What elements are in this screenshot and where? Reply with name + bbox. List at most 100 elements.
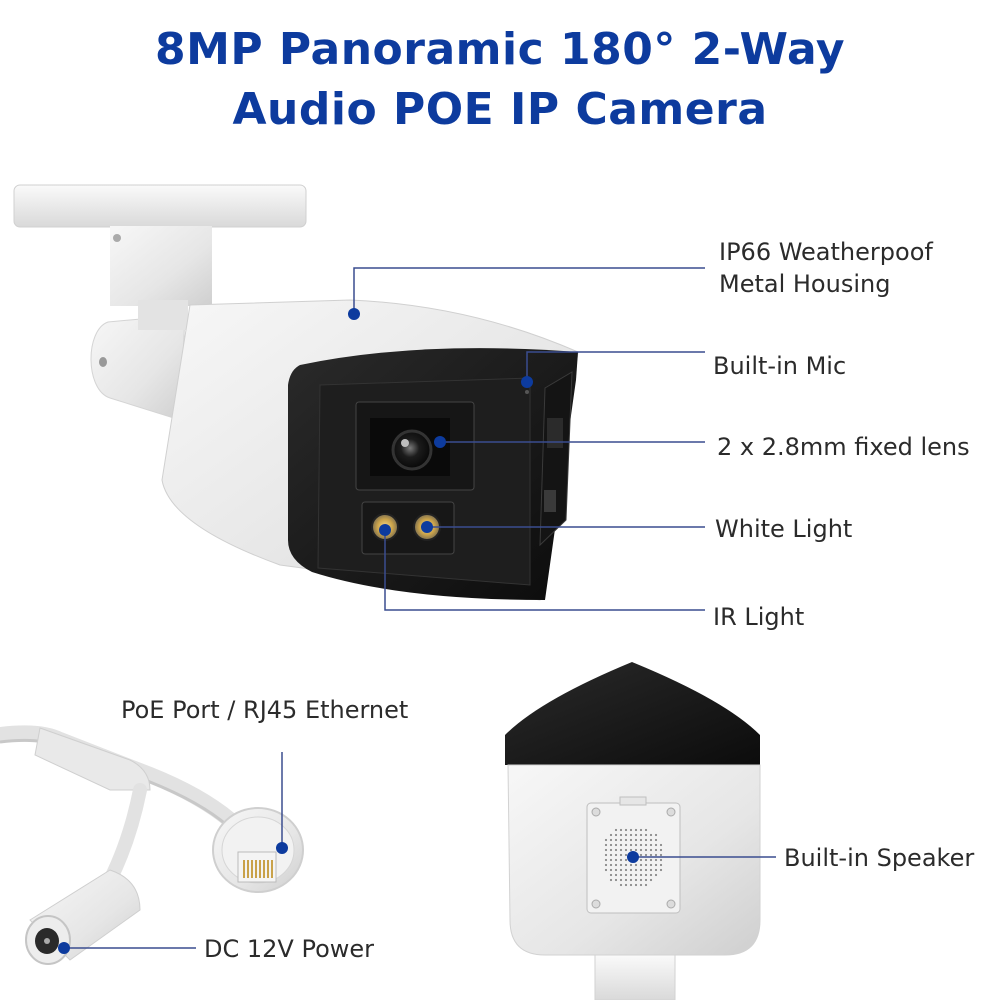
speaker-hole bbox=[654, 868, 658, 872]
speaker-hole bbox=[649, 878, 653, 882]
speaker-hole bbox=[649, 873, 653, 877]
label-fixed-lens: 2 x 2.8mm fixed lens bbox=[717, 433, 970, 461]
speaker-hole bbox=[644, 878, 648, 882]
mount-screw bbox=[113, 234, 121, 242]
speaker-hole bbox=[649, 853, 653, 857]
speaker-hole bbox=[624, 873, 628, 877]
lens-reflection bbox=[401, 439, 409, 447]
cable-main-shadow bbox=[0, 738, 229, 828]
speaker-hole bbox=[609, 833, 613, 837]
mount-plate bbox=[13, 184, 307, 228]
speaker-hole bbox=[654, 848, 658, 852]
speaker-hole bbox=[634, 838, 638, 842]
speaker-hole bbox=[649, 833, 653, 837]
speaker-hole bbox=[659, 853, 663, 857]
rear-top-cap bbox=[505, 662, 760, 765]
speaker-hole bbox=[634, 863, 638, 867]
speaker-hole bbox=[634, 843, 638, 847]
label-poe-port: PoE Port / RJ45 Ethernet bbox=[121, 696, 409, 724]
speaker-hole bbox=[639, 863, 643, 867]
mount-joint bbox=[90, 314, 186, 421]
label-housing-line-1: IP66 Weatherpoof bbox=[719, 238, 933, 266]
speaker-hole bbox=[629, 868, 633, 872]
speaker-hole bbox=[604, 853, 608, 857]
speaker-hole bbox=[624, 843, 628, 847]
speaker-hole bbox=[639, 843, 643, 847]
callout-lines bbox=[64, 267, 776, 949]
speaker-hole bbox=[609, 853, 613, 857]
speaker-hole bbox=[624, 883, 628, 887]
camera-rear-view bbox=[505, 662, 761, 1000]
plate-screw bbox=[591, 807, 601, 817]
page-title-line-2: Audio POE IP Camera bbox=[232, 84, 768, 135]
speaker-hole bbox=[624, 878, 628, 882]
speaker-hole bbox=[629, 863, 633, 867]
speaker-hole bbox=[619, 848, 623, 852]
speaker-hole bbox=[604, 863, 608, 867]
speaker-hole bbox=[614, 843, 618, 847]
speaker-hole bbox=[654, 838, 658, 842]
speaker-hole bbox=[644, 848, 648, 852]
speaker-hole bbox=[619, 878, 623, 882]
speaker-hole bbox=[614, 858, 618, 862]
speaker-hole bbox=[639, 838, 643, 842]
speaker-hole bbox=[644, 858, 648, 862]
speaker-hole bbox=[619, 833, 623, 837]
speaker-hole bbox=[619, 883, 623, 887]
callout-line-ir-light bbox=[384, 530, 705, 611]
speaker-hole bbox=[604, 843, 608, 847]
bullet-camera bbox=[13, 184, 579, 601]
speaker-hole bbox=[609, 863, 613, 867]
speaker-hole bbox=[624, 858, 628, 862]
speaker-hole bbox=[639, 833, 643, 837]
callout-dot-icon bbox=[434, 436, 446, 448]
callout-line-mic bbox=[526, 351, 705, 382]
speaker-hole bbox=[639, 848, 643, 852]
speaker-hole bbox=[649, 838, 653, 842]
speaker-hole bbox=[619, 863, 623, 867]
speaker-hole bbox=[634, 873, 638, 877]
speaker-hole bbox=[609, 868, 613, 872]
speaker-hole bbox=[614, 828, 618, 832]
speaker-hole bbox=[654, 873, 658, 877]
speaker-hole bbox=[644, 828, 648, 832]
mount-neck bbox=[110, 226, 212, 306]
speaker-hole bbox=[624, 863, 628, 867]
page-title-line-1: 8MP Panoramic 180° 2-Way bbox=[154, 24, 846, 75]
speaker-hole bbox=[624, 838, 628, 842]
speaker-hole bbox=[654, 863, 658, 867]
mount-joint-screw bbox=[99, 357, 107, 367]
dc-jack-pin bbox=[44, 938, 50, 944]
callout-dot-icon bbox=[421, 521, 433, 533]
speaker-hole bbox=[644, 863, 648, 867]
speaker-hole bbox=[649, 848, 653, 852]
speaker-hole bbox=[629, 878, 633, 882]
speaker-hole bbox=[619, 828, 623, 832]
speaker-hole bbox=[654, 853, 658, 857]
speaker-hole bbox=[634, 868, 638, 872]
speaker-hole bbox=[614, 833, 618, 837]
label-ir-light: IR Light bbox=[713, 603, 805, 631]
label-built-in-speaker: Built-in Speaker bbox=[784, 844, 975, 872]
cable-dc-branch bbox=[103, 783, 147, 887]
callout-dots bbox=[58, 308, 639, 954]
speaker-hole bbox=[639, 883, 643, 887]
speaker-hole bbox=[619, 838, 623, 842]
speaker-hole bbox=[639, 853, 643, 857]
speaker-hole bbox=[629, 838, 633, 842]
speaker-hole bbox=[614, 838, 618, 842]
speaker-hole bbox=[639, 868, 643, 872]
speaker-hole bbox=[629, 833, 633, 837]
label-housing-line-2: Metal Housing bbox=[719, 270, 891, 298]
speaker-hole bbox=[604, 858, 608, 862]
speaker-hole bbox=[634, 883, 638, 887]
camera-side-led bbox=[544, 490, 556, 512]
speaker-hole bbox=[659, 848, 663, 852]
cable-boot bbox=[34, 727, 151, 791]
speaker-hole bbox=[659, 858, 663, 862]
speaker-hole bbox=[604, 868, 608, 872]
speaker-hole bbox=[639, 873, 643, 877]
plate-screw bbox=[666, 807, 676, 817]
